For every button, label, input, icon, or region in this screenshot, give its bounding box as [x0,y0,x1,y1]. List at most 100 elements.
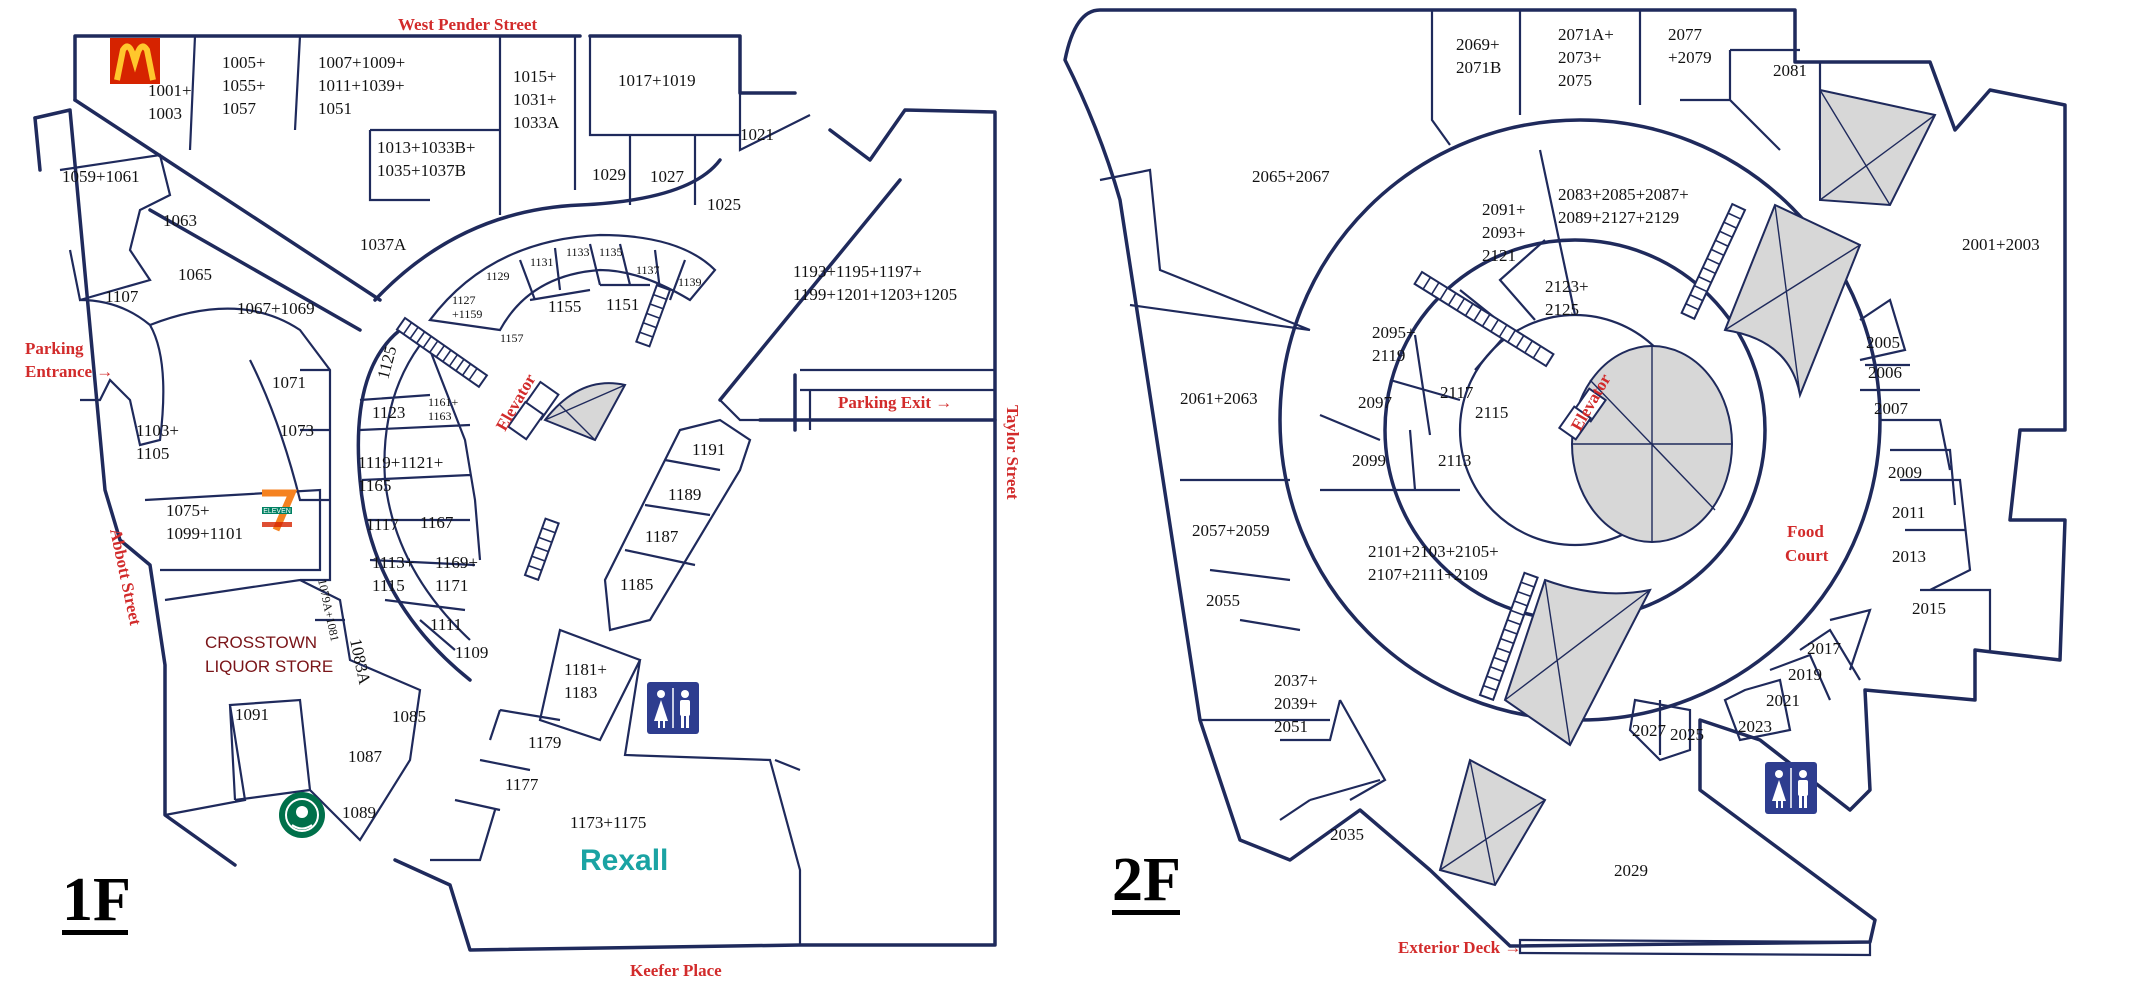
floor-1-corridor-nw-inner [148,208,362,332]
floor-1-label: 1F [62,866,131,934]
floor-1-escalator-east [635,283,672,348]
unit-1025: 1025 [707,195,741,214]
floor-2-void-south [1503,578,1652,747]
unit-1161: 1161+1163 [428,395,459,423]
unit-2029: 2029 [1614,861,1648,880]
unit-1103: 1103+1105 [136,421,179,463]
exterior-deck-label: Exterior Deck → [1398,938,1521,957]
unit-2057: 2057+2059 [1192,521,1270,540]
floor-2-void-east-cross [1724,204,1861,396]
food-court-line-1: Food [1787,522,1824,541]
unit-2009: 2009 [1888,463,1922,482]
unit-2017: 2017 [1807,639,1842,658]
unit-2061: 2061+2063 [1180,389,1258,408]
floor-2-void-north-cross [1819,89,1936,206]
unit-2025: 2025 [1670,725,1704,744]
unit-2037: 2037+2039+2051 [1274,671,1318,736]
mcdonalds-logo-icon [110,38,160,84]
unit-1091: 1091 [235,705,269,724]
unit-1131: 1131 [530,255,554,269]
unit-1193: 1193+1195+1197+1199+1201+1203+1205 [793,262,957,304]
unit-2101: 2101+2103+2105+2107+2111+2109 [1368,542,1499,584]
unit-1185: 1185 [620,575,653,594]
unit-1189: 1189 [668,485,701,504]
unit-2071A: 2071A+2073+2075 [1558,25,1614,90]
unit-2035: 2035 [1330,825,1364,844]
floor-1-left-arc-inner [359,344,482,651]
crosstown-liquor-line-1: CROSSTOWN [205,633,317,652]
unit-1125: 1125 [374,344,401,381]
floor-1-wall-segment [33,116,42,172]
unit-2013: 2013 [1892,547,1926,566]
unit-1029: 1029 [592,165,626,184]
unit-1181: 1181+1183 [564,660,607,702]
unit-1167: 1167 [420,513,454,532]
unit-1179: 1179 [528,733,561,752]
unit-1127: 1127+1159 [452,293,482,321]
floor-2-escalator-northeast [1680,202,1747,321]
floor-2-south-shops [1628,698,1692,762]
parking-entrance-line-2: Entrance → [25,362,113,381]
unit-1191: 1191 [692,440,725,459]
unit-2069: 2069+2071B [1456,35,1501,77]
restroom-icon [647,682,699,734]
floor-2-escalator-south [1478,571,1539,702]
unit-1109: 1109 [455,643,488,662]
unit-2055: 2055 [1206,591,1240,610]
floor-1-map: ELEVEN Rexall CROSSTOWN LIQUOR STORE Wes… [25,15,1022,980]
unit-1169: 1169+1171 [435,553,478,595]
unit-1113: 1113+1115 [372,553,414,595]
unit-2115: 2115 [1475,403,1508,422]
unit-2065: 2065+2067 [1252,167,1330,186]
floor-2-atrium-void-cross [1572,346,1732,542]
floor-1-escalator-south [523,517,560,582]
unit-1079: 1079A+1081 [315,578,342,643]
floor-2-shop-walls-top [1430,10,1822,160]
unit-1139: 1139 [678,275,702,289]
floor-2-east-shops [1723,298,1992,742]
unit-1187: 1187 [645,527,679,546]
unit-2023: 2023 [1738,717,1772,736]
unit-1037A: 1037A [360,235,407,254]
unit-1007: 1007+1009+1011+1039+1051 [318,53,405,118]
floor-2-escalator-west [1413,270,1555,368]
unit-1063: 1063 [163,211,197,230]
unit-1129: 1129 [486,269,510,283]
floor-1-east-shops [719,368,995,430]
crosstown-liquor-line-2: LIQUOR STORE [205,657,333,676]
unit-1157: 1157 [500,331,524,345]
floor-2-west-shops [1099,168,1387,821]
unit-1173: 1173+1175 [570,813,646,832]
floor-2-label-underline [1112,910,1180,915]
unit-1135: 1135 [599,245,623,259]
unit-2021: 2021 [1766,691,1800,710]
floor-2-label: 2F [1112,846,1181,914]
floor-2-void-south-cross [1504,579,1651,746]
unit-1021: 1021 [740,125,774,144]
unit-1137: 1137 [636,263,660,277]
street-keefer-place: Keefer Place [630,961,722,980]
unit-1073: 1073 [280,421,314,440]
unit-2117: 2117 [1440,383,1474,402]
food-court-line-2: Court [1785,546,1829,565]
unit-1151: 1151 [606,295,639,314]
unit-2015: 2015 [1912,599,1946,618]
unit-1067: 1067+1069 [237,299,315,318]
floor-2-elevator [1557,387,1608,441]
unit-1001: 1001+1003 [148,81,192,123]
floor-1-atrium-void [543,382,627,442]
unit-1111: 1111 [430,615,462,634]
seven-eleven-text: ELEVEN [263,508,291,515]
unit-2006: 2006 [1868,363,1902,382]
unit-1065: 1065 [178,265,212,284]
unit-1133: 1133 [566,245,590,259]
floor-2-exterior-deck [1518,938,1872,957]
unit-2019: 2019 [1788,665,1822,684]
unit-2007: 2007 [1874,399,1909,418]
floor-2-unit-labels: 2069+2071B2071A+2073+20752077+2079208120… [1180,25,2040,880]
floor-1-left-arc [356,328,472,682]
unit-1027: 1027 [650,167,685,186]
unit-1107: 1107 [105,287,139,306]
unit-2081: 2081 [1773,61,1807,80]
